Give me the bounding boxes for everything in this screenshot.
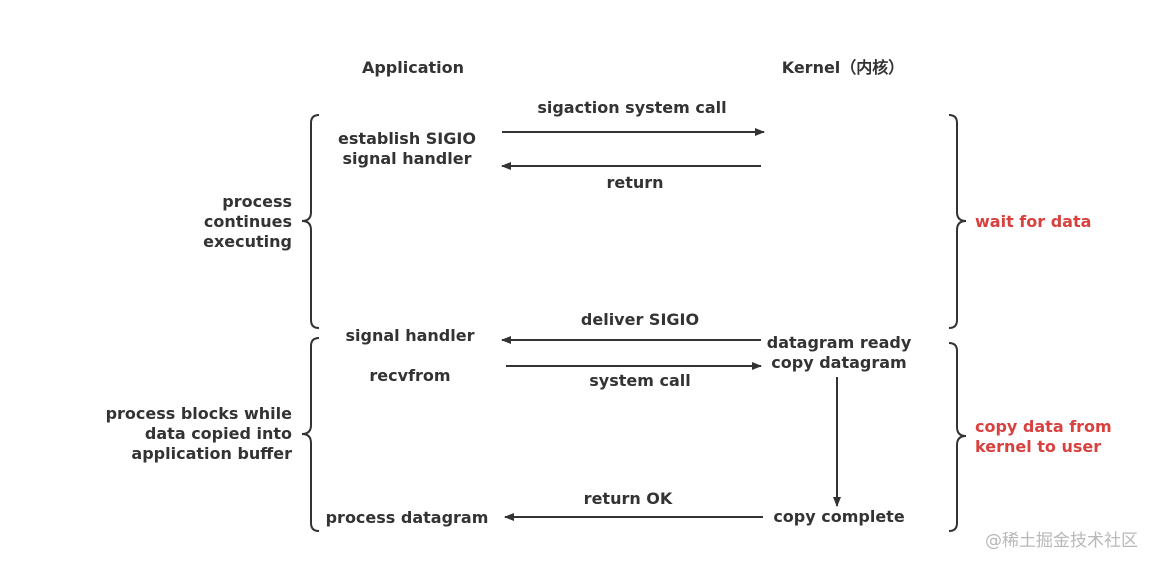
establish-handler-label: establish SIGIO signal handler: [338, 129, 476, 168]
wait-for-data-label: wait for data: [975, 212, 1092, 231]
brace-process-blocks: [301, 337, 320, 532]
sigaction-call-label: sigaction system call: [537, 98, 727, 117]
return-label: return: [606, 173, 664, 192]
brace-copy-data: [948, 342, 967, 532]
process-datagram-label: process datagram: [325, 508, 489, 527]
datagram-ready-label: datagram ready copy datagram: [766, 333, 912, 372]
process-blocks-label: process blocks while data copied into ap…: [105, 404, 292, 463]
recvfrom-label: recvfrom: [369, 366, 451, 385]
deliver-sigio-label: deliver SIGIO: [580, 310, 700, 329]
brace-process-continues: [301, 114, 320, 329]
signal-handler-label: signal handler: [345, 326, 475, 345]
brace-wait-for-data: [948, 114, 967, 329]
copy-complete-label: copy complete: [773, 507, 905, 526]
watermark: @稀土掘金技术社区: [985, 531, 1138, 551]
copy-data-label: copy data from kernel to user: [975, 417, 1112, 456]
application-header: Application: [361, 58, 465, 77]
return-ok-label: return OK: [583, 489, 673, 508]
process-continues-label: process continues executing: [203, 192, 292, 251]
kernel-header: Kernel（内核）: [781, 58, 905, 77]
system-call-label: system call: [589, 371, 691, 390]
